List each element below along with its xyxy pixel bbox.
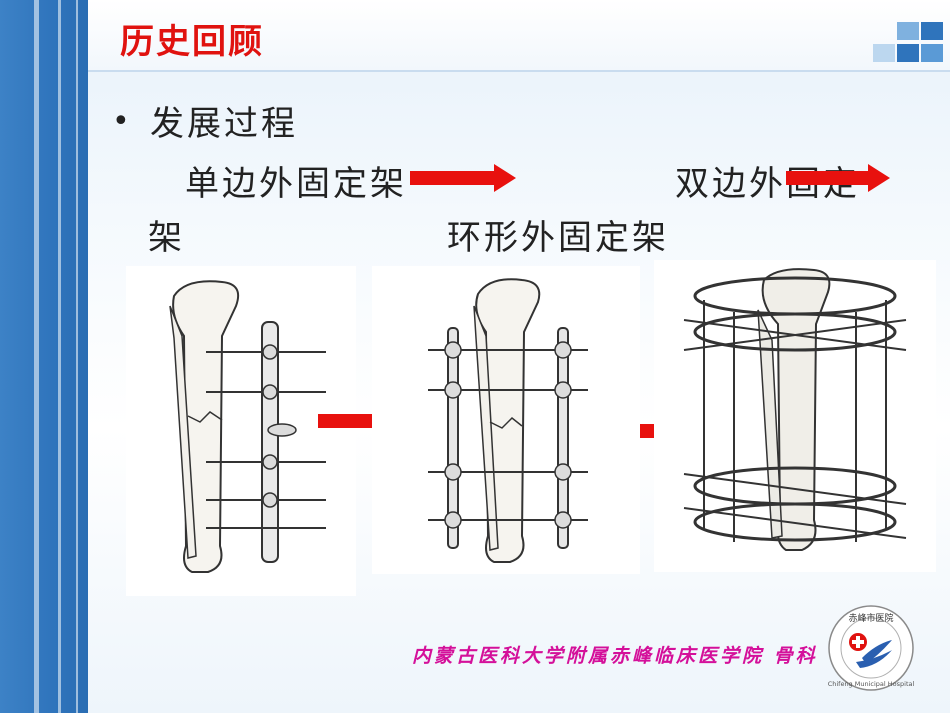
logo-ring-text: Chifeng Municipal Hospital <box>828 680 915 688</box>
bullet-marker: • <box>112 104 130 139</box>
hospital-logo: 赤峰市医院 Chifeng Municipal Hospital <box>826 604 916 692</box>
right-arrow-icon <box>786 164 890 192</box>
label-double-frame-end: 架 <box>148 218 182 258</box>
image-ring-fixator <box>654 260 936 572</box>
sidebar-stripe <box>58 0 61 713</box>
logo-top-text: 赤峰市医院 <box>848 612 893 624</box>
sidebar-stripe <box>76 0 78 713</box>
bullet-text: 发展过程 <box>150 104 298 144</box>
label-single-frame: 单边外固定架 <box>185 164 407 204</box>
header-band <box>88 0 950 70</box>
image-bilateral-fixator <box>372 266 640 574</box>
right-arrow-icon <box>410 164 516 192</box>
label-ring-frame: 环形外固定架 <box>447 218 669 258</box>
right-arrow-icon <box>318 406 424 436</box>
slide-title: 历史回顾 <box>120 22 264 62</box>
right-arrow-icon <box>590 416 696 446</box>
sidebar-stripe <box>34 0 39 713</box>
header-divider <box>88 70 950 72</box>
left-sidebar-bar <box>0 0 88 713</box>
footer-institution: 内蒙古医科大学附属赤峰临床医学院 骨科 <box>412 645 818 667</box>
image-unilateral-fixator <box>126 266 356 596</box>
